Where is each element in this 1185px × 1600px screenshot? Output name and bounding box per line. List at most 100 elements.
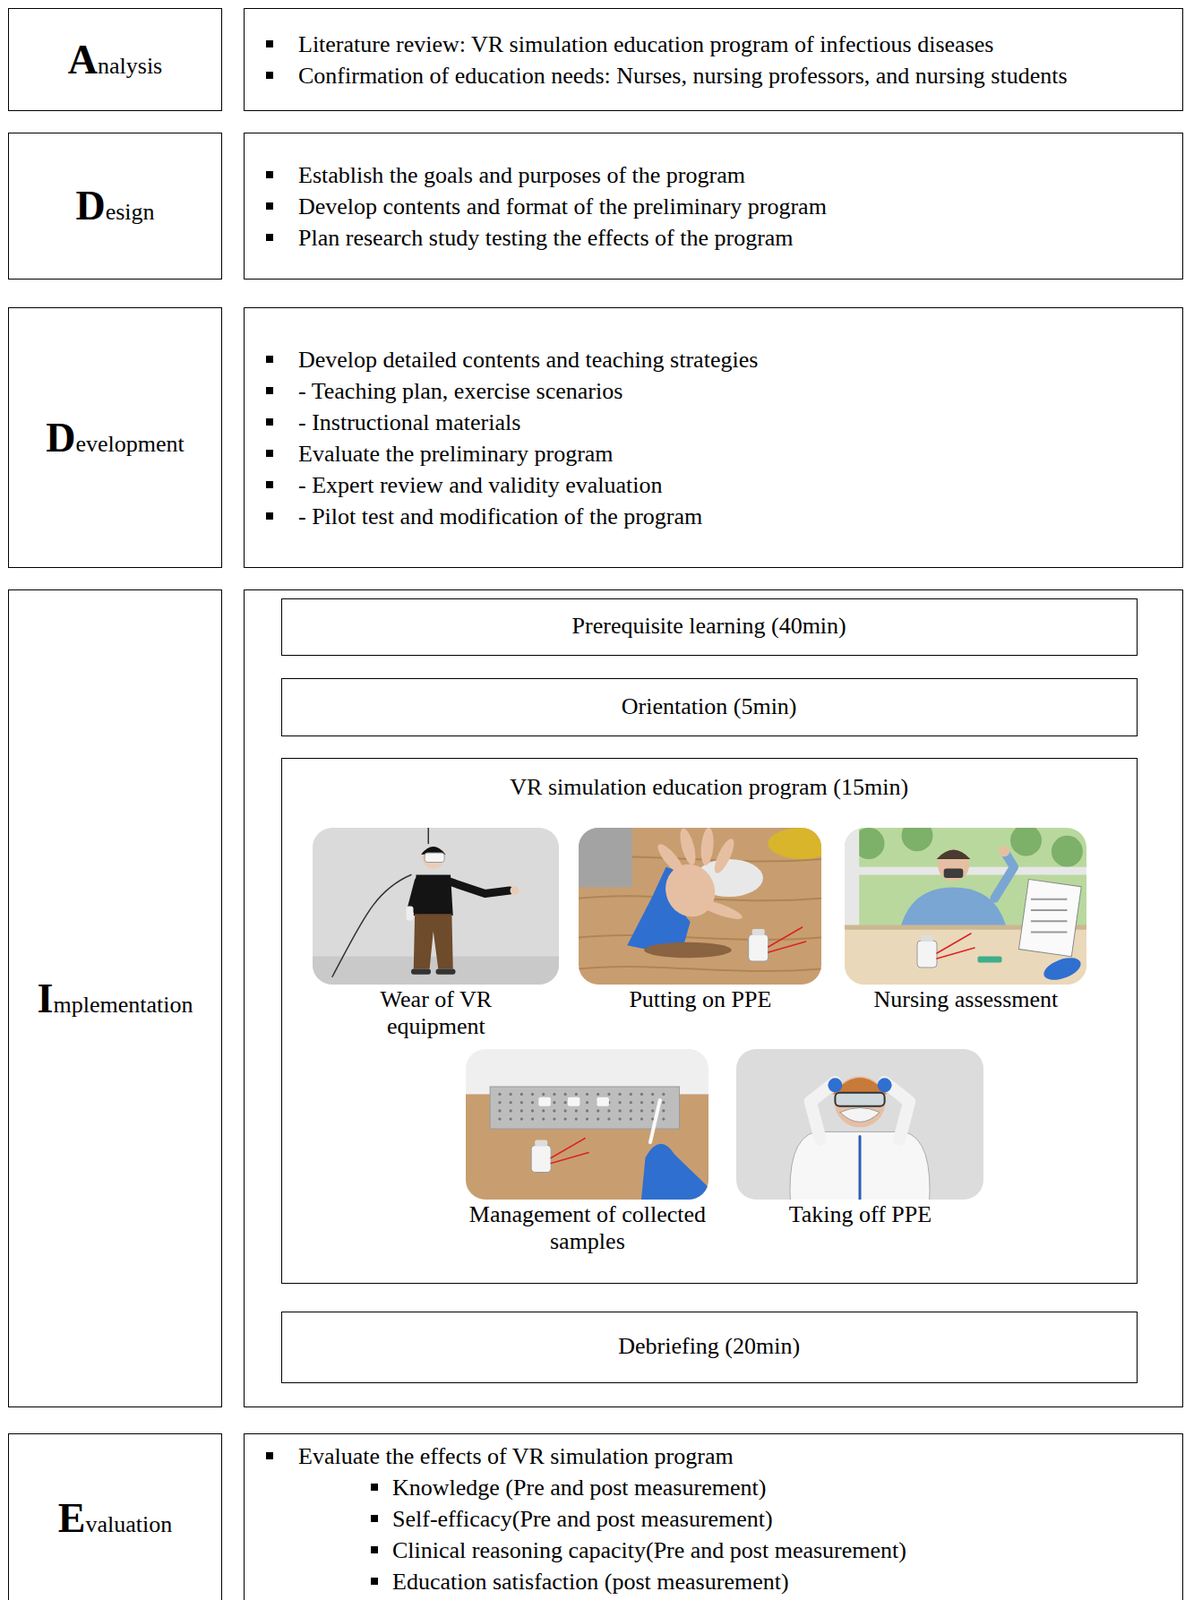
illustration-shape xyxy=(978,956,1003,963)
illustration-shape xyxy=(999,846,1011,858)
illustration-shape xyxy=(585,1092,589,1096)
illustration-shape xyxy=(312,827,559,985)
illustration-shape xyxy=(699,827,715,867)
illustration-shape xyxy=(578,827,633,888)
illustration-shape xyxy=(498,1117,502,1121)
bullet-item: Literature review: VR simulation educati… xyxy=(298,28,1172,61)
illustration-shape xyxy=(551,1152,590,1164)
illustration-shape xyxy=(585,1117,589,1121)
illustration-shape xyxy=(411,969,431,975)
scene-illustration xyxy=(736,1048,984,1200)
stage-label: Evaluation xyxy=(8,1433,223,1600)
illustration-shape xyxy=(1010,827,1042,857)
illustration-shape xyxy=(411,881,419,911)
illustration-shape xyxy=(509,1100,513,1104)
illustration-shape xyxy=(768,827,823,859)
illustration-shape xyxy=(553,1109,557,1113)
scene-caption: Nursing assessment xyxy=(844,986,1087,1014)
illustration-shape xyxy=(531,1117,534,1121)
vr-program-box: VR simulation education program (15min)W… xyxy=(281,757,1138,1284)
illustration-shape xyxy=(541,1117,545,1121)
illustration-shape xyxy=(1030,931,1068,934)
illustration-shape xyxy=(585,1109,589,1113)
step-text: Prerequisite learning (40min) xyxy=(572,611,847,642)
illustration-shape xyxy=(509,1109,513,1113)
bullet-item: Evaluate the effects of VR simulation pr… xyxy=(298,1440,1172,1472)
scene-illustration xyxy=(578,827,822,985)
bullet-item: Self-efficacy(Pre and post measurement) xyxy=(392,1502,1172,1535)
illustration-shape xyxy=(509,1117,513,1121)
scene-tile: Nursing assessment xyxy=(844,827,1087,1014)
stage-label: Analysis xyxy=(8,8,223,112)
stage-label: Implementation xyxy=(8,589,223,1408)
bullet-item: - Teaching plan, exercise scenarios xyxy=(298,375,1172,407)
scene-illustration xyxy=(312,827,559,985)
illustration-shape xyxy=(564,1092,567,1096)
bullet-item: Evaluate the preliminary program xyxy=(298,437,1172,470)
illustration-shape xyxy=(936,850,971,860)
step-text: Debriefing (20min) xyxy=(618,1331,800,1362)
stage-name: Design xyxy=(75,180,155,232)
bullet-item: Develop contents and format of the preli… xyxy=(298,190,1172,223)
bullet-item: Establish the goals and purposes of the … xyxy=(298,159,1172,191)
illustration-shape xyxy=(1051,835,1083,868)
stage-content: Establish the goals and purposes of the … xyxy=(243,132,1184,280)
scene-picture xyxy=(578,827,822,985)
illustration-shape xyxy=(1040,953,1084,986)
illustration-shape xyxy=(575,1117,578,1121)
illustration-shape xyxy=(835,1092,885,1107)
illustration-shape xyxy=(936,947,975,959)
illustration-shape xyxy=(917,940,937,968)
illustration-shape xyxy=(520,1092,524,1096)
illustration-shape xyxy=(510,885,520,895)
bullet-item: Clinical reasoning capacity(Pre and post… xyxy=(392,1534,1172,1566)
step-box: Prerequisite learning (40min) xyxy=(281,598,1138,656)
illustration-shape xyxy=(618,1109,622,1113)
illustration-shape xyxy=(640,1143,709,1200)
stage-content: Literature review: VR simulation educati… xyxy=(243,8,1184,112)
illustration-shape xyxy=(597,1097,610,1107)
illustration-shape xyxy=(711,836,739,876)
illustration-shape xyxy=(662,1092,666,1096)
illustration-shape xyxy=(840,1107,880,1123)
illustration-shape xyxy=(640,1117,644,1121)
illustration-shape xyxy=(489,1086,679,1129)
illustration-shape xyxy=(662,1109,666,1113)
illustration-shape xyxy=(428,827,430,844)
bullet-item: Knowledge (Pre and post measurement) xyxy=(392,1471,1172,1503)
illustration-shape xyxy=(541,1092,545,1096)
illustration-shape xyxy=(509,1092,513,1096)
illustration-shape xyxy=(677,827,699,867)
illustration-shape xyxy=(768,941,807,953)
illustration-shape xyxy=(539,1097,552,1107)
bullet-item: - Instructional materials xyxy=(298,406,1172,438)
illustration-shape xyxy=(629,1117,633,1121)
illustration-shape xyxy=(567,1097,581,1107)
illustration-shape xyxy=(608,1109,611,1113)
bullet-item: Confirmation of education needs: Nurses,… xyxy=(298,60,1172,92)
bullet-item: Plan research study testing the effects … xyxy=(298,222,1172,254)
illustration-shape xyxy=(608,1117,611,1121)
illustration-shape xyxy=(332,875,412,978)
scene-picture xyxy=(844,827,1087,985)
stage-name: Evaluation xyxy=(58,1492,172,1545)
illustration-shape xyxy=(436,969,456,975)
scene-picture xyxy=(736,1048,984,1200)
illustration-shape xyxy=(498,1092,502,1096)
illustration-shape xyxy=(651,1092,654,1096)
bullet-item: - Pilot test and modification of the pro… xyxy=(298,500,1172,533)
bullet-item: Develop detailed contents and teaching s… xyxy=(298,343,1172,376)
step-text: Orientation (5min) xyxy=(621,692,798,722)
illustration-shape xyxy=(564,1117,567,1121)
illustration-shape xyxy=(585,1100,589,1104)
program-title: VR simulation education program (15min) xyxy=(282,758,1137,803)
stage-name: Analysis xyxy=(68,34,163,86)
illustration-shape xyxy=(844,827,1087,985)
illustration-shape xyxy=(651,1100,654,1104)
illustration-shape xyxy=(790,1132,930,1201)
illustration-shape xyxy=(618,1100,622,1104)
illustration-shape xyxy=(640,1092,644,1096)
scene-tile: Putting on PPE xyxy=(578,827,822,1014)
illustration-shape xyxy=(944,868,964,879)
